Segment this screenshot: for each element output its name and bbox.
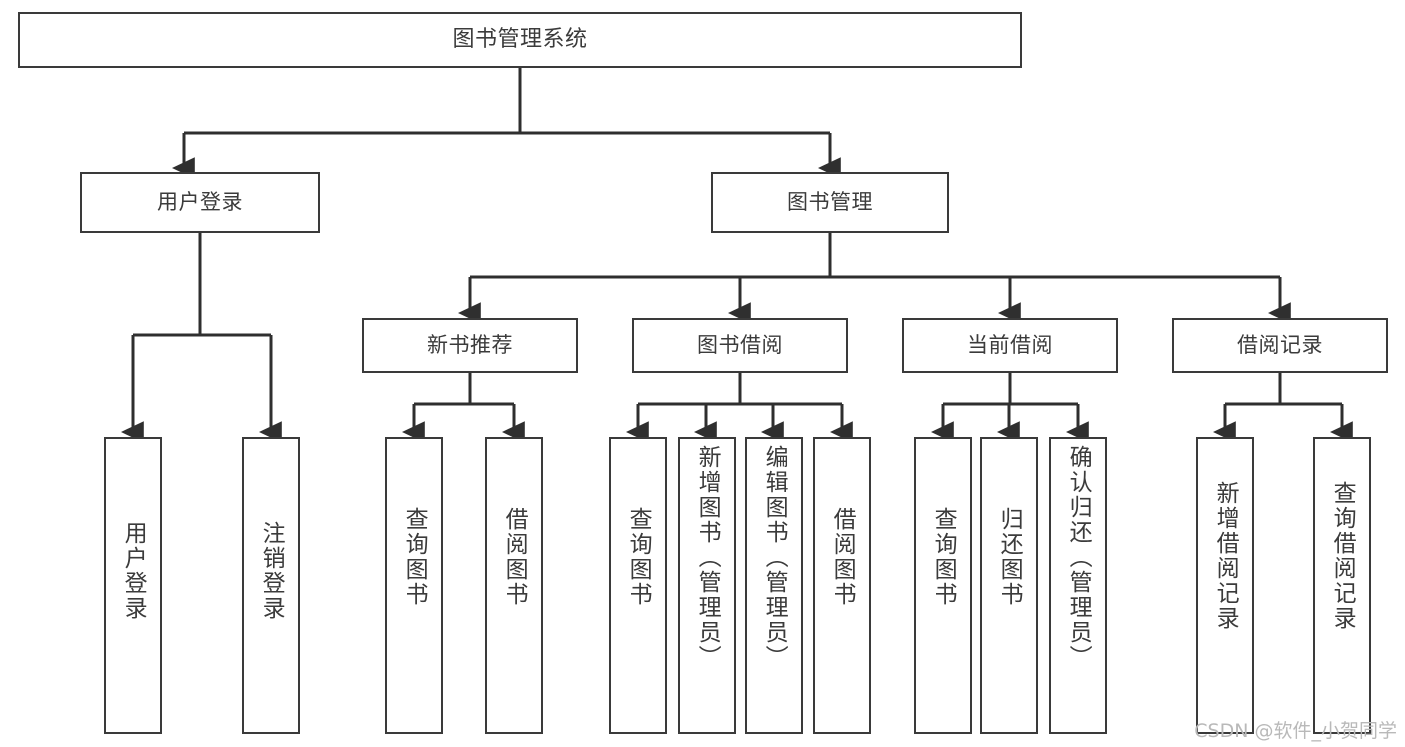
leaf-user-login[interactable]: 用户登录 (104, 437, 162, 734)
leaf-query-book-borrow[interactable]: 查询图书 (609, 437, 667, 734)
node-label: 图书管理系统 (452, 27, 588, 53)
leaf-label: 查询图书 (930, 507, 957, 607)
node-label: 图书借阅 (697, 333, 783, 358)
leaf-label: 借阅图书 (501, 507, 528, 607)
node-borrow-record[interactable]: 借阅记录 (1172, 318, 1388, 373)
node-label: 图书管理 (787, 190, 873, 215)
node-label: 借阅记录 (1237, 333, 1323, 358)
leaf-label: 注销登录 (258, 521, 285, 621)
node-label: 新书推荐 (427, 333, 513, 358)
leaf-label: 用户登录 (120, 521, 147, 621)
leaf-add-borrow-record[interactable]: 新增借阅记录 (1196, 437, 1254, 734)
leaf-label: 查询图书 (401, 507, 428, 607)
leaf-borrow-book[interactable]: 借阅图书 (813, 437, 871, 734)
leaf-label: 确认归还（管理员） (1065, 445, 1092, 670)
leaf-confirm-return-admin[interactable]: 确认归还（管理员） (1049, 437, 1107, 734)
leaf-return-book[interactable]: 归还图书 (980, 437, 1038, 734)
leaf-logout[interactable]: 注销登录 (242, 437, 300, 734)
leaf-query-borrow-record[interactable]: 查询借阅记录 (1313, 437, 1371, 734)
leaf-label: 借阅图书 (829, 507, 856, 607)
leaf-add-book-admin[interactable]: 新增图书（管理员） (678, 437, 736, 734)
node-user-login[interactable]: 用户登录 (80, 172, 320, 233)
node-book-management[interactable]: 图书管理 (711, 172, 949, 233)
leaf-label: 归还图书 (996, 507, 1023, 607)
node-current-borrow[interactable]: 当前借阅 (902, 318, 1118, 373)
node-label: 当前借阅 (967, 333, 1053, 358)
leaf-label: 查询借阅记录 (1329, 481, 1356, 631)
watermark: CSDN @软件_小贺同学 (1194, 720, 1397, 742)
node-book-borrow[interactable]: 图书借阅 (632, 318, 848, 373)
leaf-label: 编辑图书（管理员） (761, 445, 788, 670)
leaf-edit-book-admin[interactable]: 编辑图书（管理员） (745, 437, 803, 734)
leaf-query-book-recommend[interactable]: 查询图书 (385, 437, 443, 734)
leaf-label: 新增图书（管理员） (694, 445, 721, 670)
node-label: 用户登录 (157, 190, 243, 215)
leaf-label: 查询图书 (625, 507, 652, 607)
leaf-query-book-current[interactable]: 查询图书 (914, 437, 972, 734)
node-book-management-system[interactable]: 图书管理系统 (18, 12, 1022, 68)
node-new-book-recommend[interactable]: 新书推荐 (362, 318, 578, 373)
leaf-label: 新增借阅记录 (1212, 481, 1239, 631)
leaf-borrow-book-recommend[interactable]: 借阅图书 (485, 437, 543, 734)
